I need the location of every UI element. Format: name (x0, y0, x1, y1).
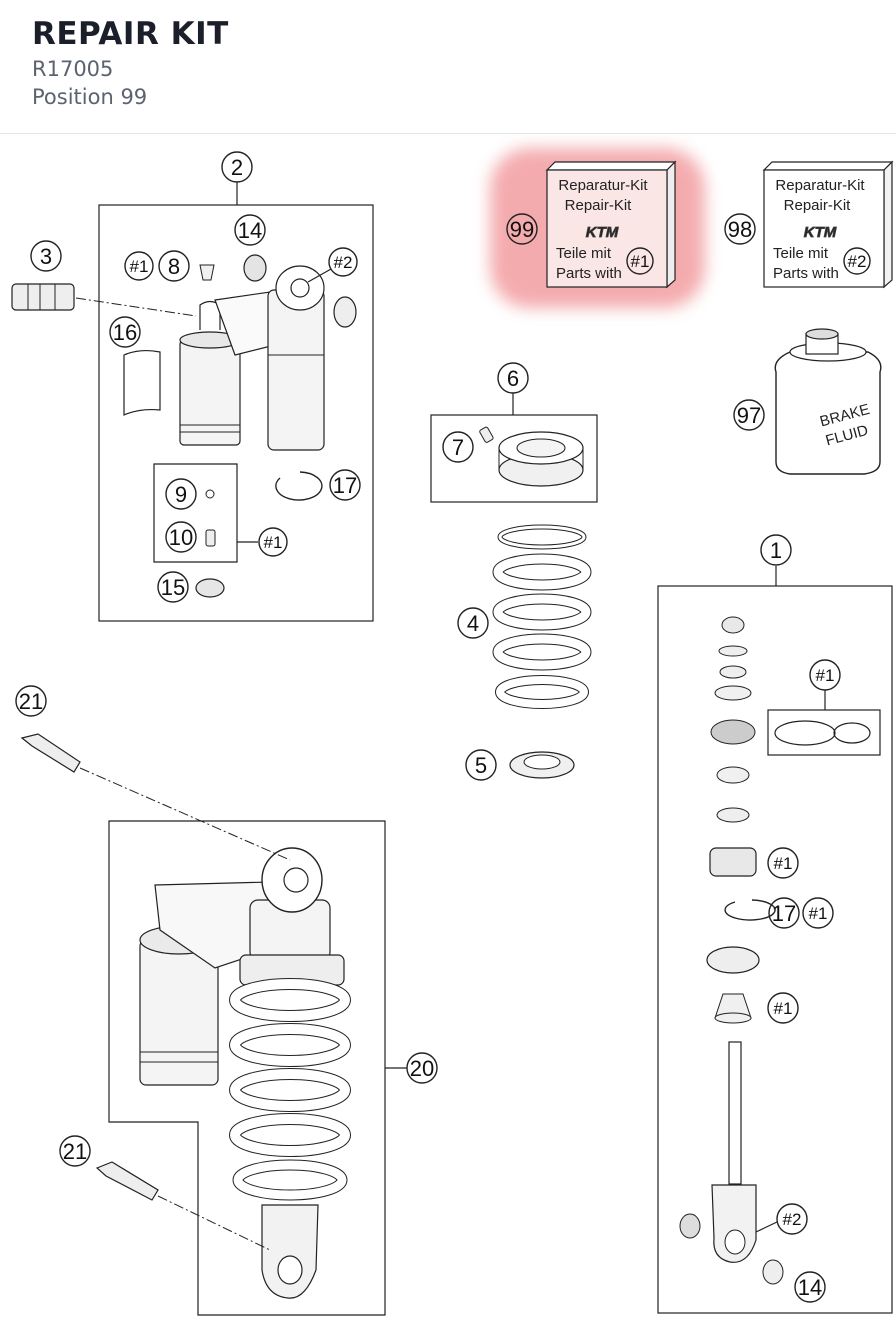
callout-21: 21 (63, 1139, 87, 1164)
callout-14: 14 (798, 1275, 822, 1300)
callout-10: 10 (169, 525, 193, 550)
callout-20: 20 (410, 1056, 434, 1081)
callout-15: 15 (161, 575, 185, 600)
assembly-6[interactable]: 6 7 (430, 362, 598, 503)
callout-21: 21 (19, 689, 43, 714)
header: REPAIR KIT R17005 Position 99 (0, 0, 896, 134)
callout-97: 97 (737, 403, 761, 428)
callout-99: 99 (510, 217, 534, 242)
callout-17: 17 (772, 901, 796, 926)
kit-badge: #2 (848, 252, 867, 271)
callout-hash1: #1 (264, 533, 283, 552)
callout-hash1: #1 (809, 904, 828, 923)
callout-14: 14 (238, 218, 262, 243)
assembly-2[interactable]: 2 14 #1 8 #2 16 (98, 151, 374, 622)
kit-text-1: Reparatur-Kit (558, 177, 648, 194)
page-title: REPAIR KIT (32, 16, 229, 52)
spring-4[interactable]: 4 (457, 524, 592, 709)
assembly-1[interactable]: 1 #1 #1 17 #1 #1 #2 (657, 534, 893, 1314)
callout-hash1: #1 (130, 257, 149, 276)
callout-3: 3 (40, 244, 52, 269)
part-5[interactable]: 5 (465, 749, 575, 781)
part-number: R17005 (32, 57, 114, 81)
callout-98: 98 (728, 217, 752, 242)
callout-hash2: #2 (783, 1210, 802, 1229)
callout-6: 6 (507, 366, 519, 391)
callout-7: 7 (452, 435, 464, 460)
kit-text-4: Parts with (773, 265, 839, 282)
kit-badge: #1 (631, 252, 650, 271)
bolt-21-bottom[interactable]: 21 (59, 1135, 271, 1251)
callout-16: 16 (113, 320, 137, 345)
position-label: Position 99 (32, 85, 148, 109)
callout-1: 1 (770, 538, 782, 563)
repair-kit-99[interactable]: Reparatur-Kit Repair-Kit KTM Teile mit P… (490, 148, 705, 308)
bolt-21-top[interactable]: 21 (15, 685, 291, 861)
callout-hash2: #2 (334, 253, 353, 272)
kit-text-1: Reparatur-Kit (775, 177, 865, 194)
part-3[interactable]: 3 (11, 240, 197, 317)
kit-text-2: Repair-Kit (784, 197, 852, 214)
callout-17: 17 (333, 473, 357, 498)
assembly-20[interactable]: 20 (108, 820, 438, 1316)
callout-hash1: #1 (774, 854, 793, 873)
callout-hash1: #1 (774, 999, 793, 1018)
callout-hash1: #1 (816, 666, 835, 685)
kit-text-3: Teile mit (556, 245, 612, 262)
brake-fluid-can[interactable]: BRAKE FLUID 97 (733, 328, 882, 475)
callout-4: 4 (467, 611, 479, 636)
exploded-diagram: Reparatur-Kit Repair-Kit KTM Teile mit P… (11, 148, 894, 1316)
ktm-logo: KTM (586, 224, 619, 241)
callout-8: 8 (168, 254, 180, 279)
callout-9: 9 (175, 482, 187, 507)
callout-5: 5 (475, 753, 487, 778)
kit-text-4: Parts with (556, 265, 622, 282)
callout-2: 2 (231, 155, 243, 180)
ktm-logo: KTM (804, 224, 837, 241)
kit-text-3: Teile mit (773, 245, 829, 262)
repair-kit-98[interactable]: Reparatur-Kit Repair-Kit KTM Teile mit P… (724, 160, 894, 289)
kit-text-2: Repair-Kit (565, 197, 633, 214)
